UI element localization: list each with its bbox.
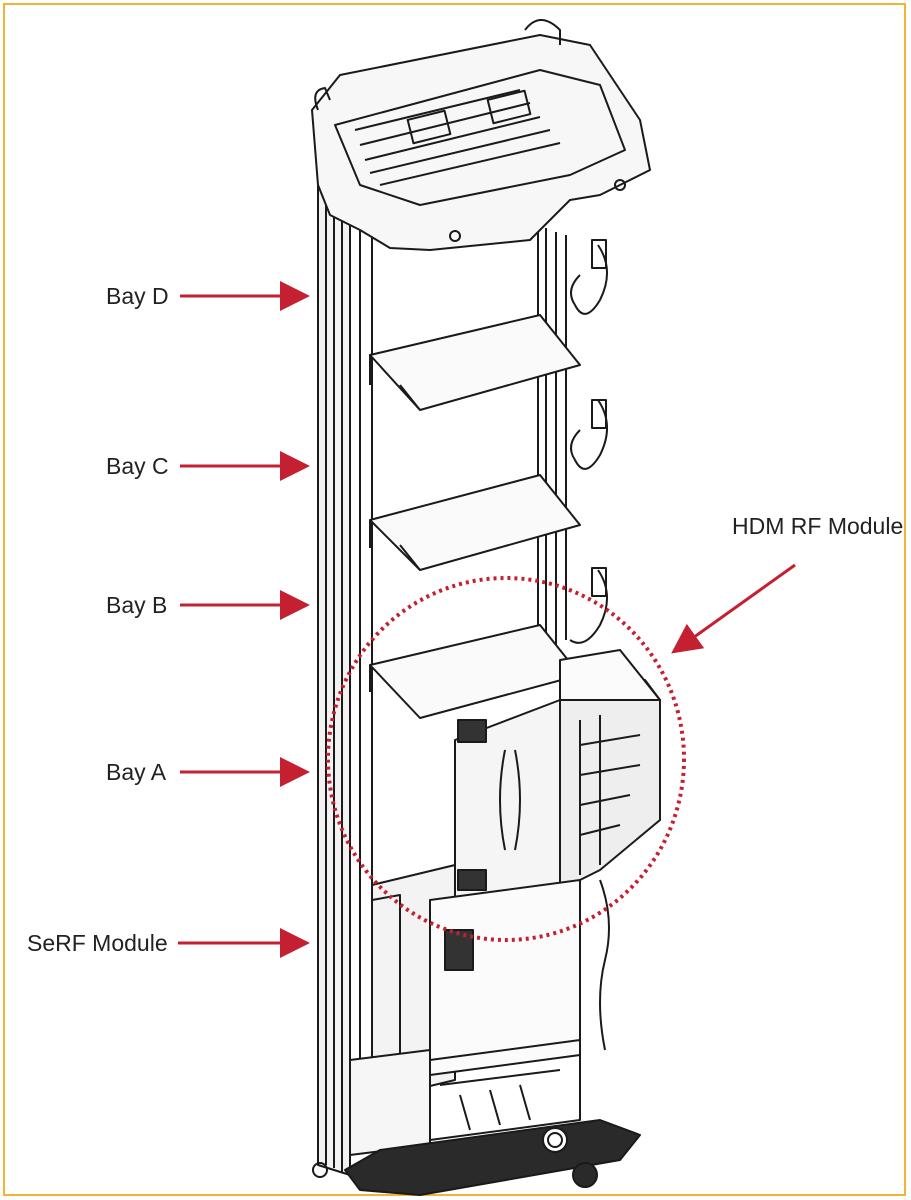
right-side-cables	[569, 239, 610, 1051]
label-serf-module: SeRF Module	[27, 930, 168, 956]
label-bay-c: Bay C	[106, 453, 169, 479]
chassis-base	[312, 1119, 641, 1196]
lower-housing	[349, 1039, 581, 1156]
chassis-line-art	[311, 19, 661, 1196]
right-rail	[537, 225, 567, 665]
callout-arrows	[178, 281, 796, 958]
top-cover	[311, 19, 651, 251]
shelf-bay-c	[369, 474, 581, 571]
label-bay-a: Bay A	[106, 759, 167, 785]
serf-module-block	[371, 864, 581, 1101]
hdm-rf-module-highlight	[326, 576, 686, 942]
hdm-rf-module-arrow	[671, 563, 796, 654]
label-bay-d: Bay D	[106, 283, 169, 309]
hdm-rf-module-block	[454, 649, 661, 901]
label-bay-b: Bay B	[106, 592, 168, 618]
label-hdm-rf-module: HDM RF Module	[732, 513, 904, 539]
shelf-bay-d	[369, 314, 581, 411]
left-rail	[317, 179, 373, 1176]
